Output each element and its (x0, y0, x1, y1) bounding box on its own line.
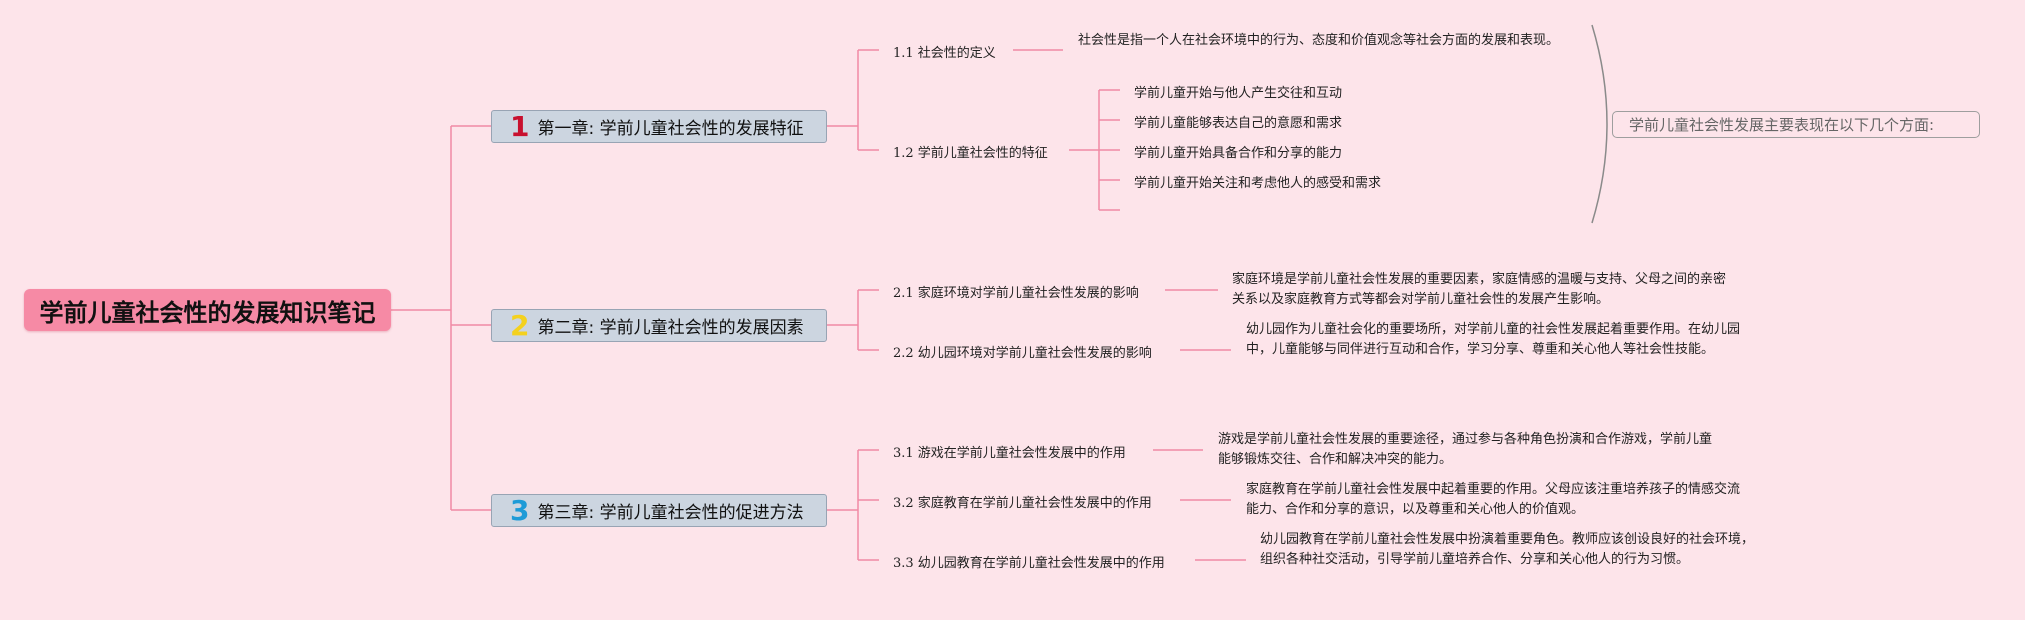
chapter-number: 2 (510, 308, 530, 342)
feature-item[interactable]: 学前儿童能够表达自己的意愿和需求 (1134, 116, 1343, 131)
section-1-2[interactable]: 1.2 学前儿童社会性的特征 (893, 146, 1048, 161)
summary-text: 学前儿童社会性发展主要表现在以下几个方面: (1629, 116, 1935, 134)
section-2-2-desc[interactable]: 幼儿园作为儿童社会化的重要场所，对学前儿童的社会性发展起着重要作用。在幼儿园中，… (1246, 322, 1741, 357)
chapter-3-topic[interactable]: 3 第三章: 学前儿童社会性的促进方法 (491, 494, 827, 527)
section-3-2[interactable]: 3.2 家庭教育在学前儿童社会性发展中的作用 (893, 496, 1152, 511)
section-3-2-desc[interactable]: 家庭教育在学前儿童社会性发展中起着重要的作用。父母应该注重培养孩子的情感交流能力… (1246, 482, 1741, 517)
feature-item[interactable]: 学前儿童开始与他人产生交往和互动 (1134, 86, 1343, 101)
chapter-number: 3 (510, 493, 530, 527)
chapter-number: 1 (510, 109, 530, 143)
summary-bracket (1591, 24, 1608, 224)
chapter-1-topic[interactable]: 1 第一章: 学前儿童社会性的发展特征 (491, 110, 827, 143)
section-3-3[interactable]: 3.3 幼儿园教育在学前儿童社会性发展中的作用 (893, 556, 1165, 571)
summary-callout[interactable]: 学前儿童社会性发展主要表现在以下几个方面: (1612, 111, 1980, 138)
root-title: 学前儿童社会性的发展知识笔记 (39, 298, 376, 327)
section-1-1[interactable]: 1.1 社会性的定义 (893, 46, 996, 61)
section-2-2[interactable]: 2.2 幼儿园环境对学前儿童社会性发展的影响 (893, 346, 1152, 361)
section-3-3-desc[interactable]: 幼儿园教育在学前儿童社会性发展中扮演着重要角色。教师应该创设良好的社会环境，组织… (1260, 532, 1755, 567)
chapter-2-topic[interactable]: 2 第二章: 学前儿童社会性的发展因素 (491, 309, 827, 342)
feature-item[interactable]: 学前儿童开始具备合作和分享的能力 (1134, 146, 1343, 161)
chapter-title: 第一章: 学前儿童社会性的发展特征 (537, 119, 804, 139)
root-topic[interactable]: 学前儿童社会性的发展知识笔记 (24, 289, 391, 331)
section-1-1-desc[interactable]: 社会性是指一个人在社会环境中的行为、态度和价值观念等社会方面的发展和表现。 (1078, 33, 1560, 48)
section-2-1-desc[interactable]: 家庭环境是学前儿童社会性发展的重要因素，家庭情感的温暖与支持、父母之间的亲密关系… (1232, 272, 1727, 307)
chapter-title: 第二章: 学前儿童社会性的发展因素 (537, 318, 804, 338)
section-3-1-desc[interactable]: 游戏是学前儿童社会性发展的重要途径，通过参与各种角色扮演和合作游戏，学前儿童能够… (1218, 432, 1713, 467)
section-2-1[interactable]: 2.1 家庭环境对学前儿童社会性发展的影响 (893, 286, 1139, 301)
feature-item[interactable]: 学前儿童开始关注和考虑他人的感受和需求 (1134, 176, 1382, 191)
section-3-1[interactable]: 3.1 游戏在学前儿童社会性发展中的作用 (893, 446, 1126, 461)
chapter-title: 第三章: 学前儿童社会性的促进方法 (537, 503, 804, 523)
